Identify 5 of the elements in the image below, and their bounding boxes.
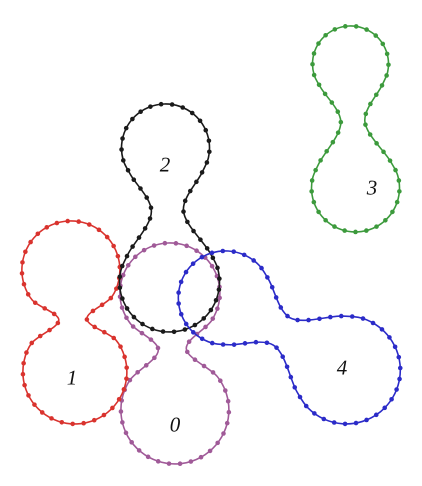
curve-label: 0 [170,414,180,436]
curve-label: 1 [66,367,78,388]
curve-label: 3 [366,177,378,198]
curve-label: 2 [160,154,170,176]
curve-label: 4 [336,357,348,378]
